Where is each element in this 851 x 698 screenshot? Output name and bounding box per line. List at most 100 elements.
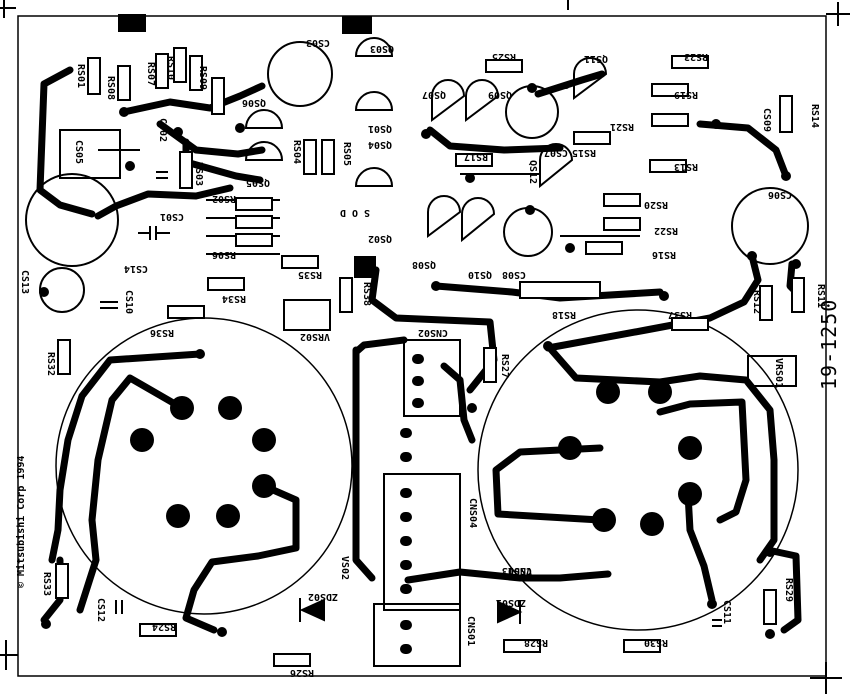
copper-traces — [36, 66, 804, 634]
ref-label-rs38: RS38 — [361, 282, 372, 306]
connector-pins — [400, 354, 424, 654]
ref-label-cns03: CNS03 — [502, 565, 532, 576]
cap-cs07 — [505, 85, 559, 139]
ref-label-cs08: CS08 — [502, 269, 526, 280]
ref-label-rs24: RS24 — [152, 621, 176, 632]
ref-label-rs03: RS03 — [193, 162, 204, 186]
ref-label-rs04: RS04 — [291, 140, 302, 164]
vr-s01-block — [747, 355, 797, 387]
ref-label-rs18: RS18 — [552, 309, 576, 320]
small-pads — [39, 83, 801, 639]
connector-blocks — [283, 299, 797, 667]
ref-label-zds01: ZDS01 — [496, 597, 526, 608]
ref-label-qs04: QS04 — [368, 139, 392, 150]
ref-label-cs06: CS06 — [768, 189, 792, 200]
ref-label-qs01: QS01 — [368, 123, 392, 134]
board-code-label: 19-1250 — [817, 299, 841, 390]
ref-label-rs15: RS15 — [572, 147, 596, 158]
ref-label-qs06: QS06 — [242, 97, 266, 108]
ref-label-rs02: RS02 — [212, 193, 236, 204]
marker-square — [118, 14, 146, 32]
ref-label-rs21: RS21 — [610, 121, 634, 132]
ref-label-qs12: QS12 — [527, 160, 538, 184]
ref-label-rs05: RS05 — [341, 142, 352, 166]
ref-label-qs03: QS03 — [370, 43, 394, 54]
ref-label-rs10: RS10 — [165, 56, 176, 80]
ref-label-rs01: RS01 — [75, 64, 86, 88]
copyright-label: © Mitsubishi Corp 1994 — [15, 456, 27, 588]
marker-square — [342, 16, 372, 34]
zener-diodes — [299, 598, 523, 624]
pin-letter-c: C — [564, 79, 570, 90]
ref-label-rs14: RS14 — [809, 104, 820, 128]
ref-label-rs33: RS33 — [41, 572, 52, 596]
cap-cs03 — [267, 41, 333, 107]
cap-cs09 — [503, 207, 553, 257]
pin-letter-d: D — [340, 207, 346, 218]
conn-cns02-block — [403, 339, 461, 417]
ref-label-qs02: QS02 — [368, 233, 392, 244]
ref-label-qs10: QS10 — [468, 269, 492, 280]
ref-label-qs08: QS08 — [412, 259, 436, 270]
ref-label-cns01: CNS01 — [465, 616, 476, 646]
ref-label-rs34: RS34 — [222, 293, 246, 304]
cap-cs05 — [25, 173, 119, 267]
ref-label-rs22: RS22 — [654, 225, 678, 236]
ref-label-rs36: RS36 — [150, 327, 174, 338]
pin-letter-o: O — [352, 207, 358, 218]
ref-label-vs01: VS01 — [508, 565, 532, 576]
ref-label-rs32: RS32 — [45, 352, 56, 376]
ref-label-vrs01: VRS01 — [773, 358, 784, 388]
ref-label-vrs02: VRS02 — [300, 331, 330, 342]
ref-label-qs11: QS11 — [584, 53, 608, 64]
ref-label-rs26: RS26 — [290, 667, 314, 678]
ref-label-rs06: RS06 — [212, 249, 236, 260]
ref-label-rs12: RS12 — [751, 290, 762, 314]
conn-cns01-block — [373, 603, 461, 667]
ref-label-cs05: CS05 — [73, 140, 84, 164]
ref-label-vs02: VS02 — [339, 556, 350, 580]
pin-letter-s: S — [364, 207, 370, 218]
ref-label-cs13: CS13 — [19, 270, 30, 294]
ref-label-cs07: CS07 — [544, 147, 568, 158]
conn-cns04-block — [383, 473, 461, 611]
reg-mark-top-left — [0, 0, 16, 18]
ref-label-rs16: RS16 — [652, 249, 676, 260]
ref-label-rs17: RS17 — [464, 151, 488, 162]
ref-label-qs09: QS09 — [488, 89, 512, 100]
ref-label-rs37: RS37 — [668, 309, 692, 320]
ref-label-cns02: CNS02 — [418, 327, 448, 338]
ref-label-rs28: RS28 — [524, 637, 548, 648]
ref-label-cs01: CS01 — [160, 211, 184, 222]
ref-label-rs29: RS29 — [783, 578, 794, 602]
ref-label-cns04: CNS04 — [467, 498, 478, 528]
tube-socket-left — [130, 396, 276, 528]
resistor-bodies — [55, 47, 805, 667]
ref-label-cs03: CS03 — [306, 37, 330, 48]
ref-label-rs27: RS27 — [499, 354, 510, 378]
large-circle-right — [477, 309, 799, 631]
ref-label-rs25: RS25 — [492, 51, 516, 62]
ref-label-cs12: CS12 — [95, 598, 106, 622]
ref-label-qs07: QS07 — [422, 89, 446, 100]
ref-label-rs13: RS13 — [674, 161, 698, 172]
ref-label-rs35: RS35 — [298, 269, 322, 280]
transistor-bodies — [244, 37, 608, 243]
marker-square — [354, 256, 376, 278]
ref-label-rs19: RS19 — [674, 89, 698, 100]
ref-label-cs02: CS02 — [157, 118, 168, 142]
ref-label-cs11: CS11 — [721, 600, 732, 624]
ref-label-cs09: CS09 — [761, 108, 772, 132]
ref-label-rs11: RS11 — [815, 284, 826, 308]
reg-mark-top-right — [826, 2, 850, 26]
board-outline — [17, 15, 827, 677]
ref-label-zds02: ZDS02 — [308, 591, 338, 602]
reg-mark-bottom-left — [0, 640, 18, 670]
ref-label-rs20: RS20 — [644, 199, 668, 210]
ref-label-cs10: CS10 — [123, 290, 134, 314]
film-capacitors — [100, 171, 722, 627]
ref-label-rs07: RS07 — [145, 62, 156, 86]
